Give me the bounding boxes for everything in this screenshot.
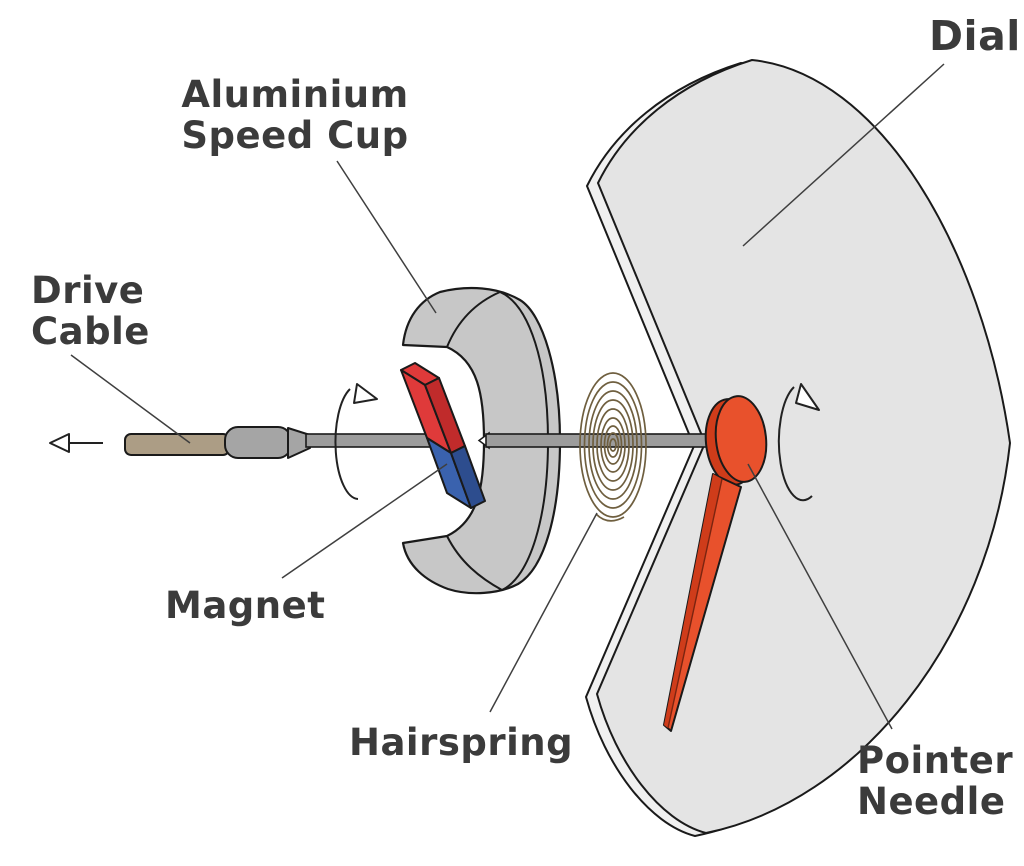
cable-direction-arrowhead (49, 433, 70, 453)
pointer-hub (714, 395, 768, 483)
cable-direction-arrow (49, 433, 103, 453)
label-hairspring-line1: Hairspring (349, 721, 574, 764)
dial-disc (584, 58, 1012, 838)
magnet-blue-side-face (450, 445, 486, 509)
magnet-bar (400, 362, 486, 509)
leader-hairspring (489, 512, 598, 713)
label-pointer-needle: Pointer Needle (857, 740, 1013, 822)
leader-magnet (281, 463, 448, 579)
hairspring-tail (595, 513, 625, 522)
leader-lines (70, 63, 945, 730)
leader-dial (742, 63, 945, 247)
label-magnet: Magnet (165, 585, 325, 626)
pointer-needle-edge-line (667, 478, 723, 729)
speed-cup-body (401, 286, 562, 595)
leader-pointer-needle (747, 463, 893, 730)
label-aluminium-speed-cup-line2: Speed Cup (181, 114, 409, 157)
pointer-assembly (663, 395, 768, 732)
leader-speed-cup (336, 160, 437, 314)
label-drive-cable-line2: Cable (31, 310, 150, 353)
hairspring-coil (579, 372, 647, 522)
pointer-needle-shape (663, 473, 742, 732)
cable-ferrule (224, 426, 292, 459)
label-drive-cable-line1: Drive (31, 269, 145, 312)
shaft-rotation-arrowhead (353, 383, 378, 404)
label-pointer-needle-line2: Needle (857, 780, 1006, 823)
ferrule-taper (287, 427, 311, 459)
label-pointer-needle-line1: Pointer (857, 739, 1014, 782)
label-magnet-line1: Magnet (165, 584, 326, 627)
leader-drive-cable (70, 354, 191, 444)
shaft-rotation-arrow (334, 383, 378, 500)
drive-cable-rod (124, 433, 230, 456)
label-dial-line1: Dial (929, 12, 1021, 60)
dial-rotation-arrow (777, 383, 820, 502)
pointer-spindle-shaft (485, 433, 721, 448)
dial-rotation-arrowhead (795, 383, 820, 411)
label-aluminium-speed-cup-line1: Aluminium (181, 73, 409, 116)
label-hairspring: Hairspring (349, 722, 573, 763)
label-drive-cable: Drive Cable (31, 270, 150, 352)
dial-front-face (595, 58, 1012, 835)
pointer-needle-facet (664, 474, 722, 728)
label-aluminium-speed-cup: Aluminium Speed Cup (140, 74, 450, 156)
label-dial: Dial (929, 14, 1021, 59)
